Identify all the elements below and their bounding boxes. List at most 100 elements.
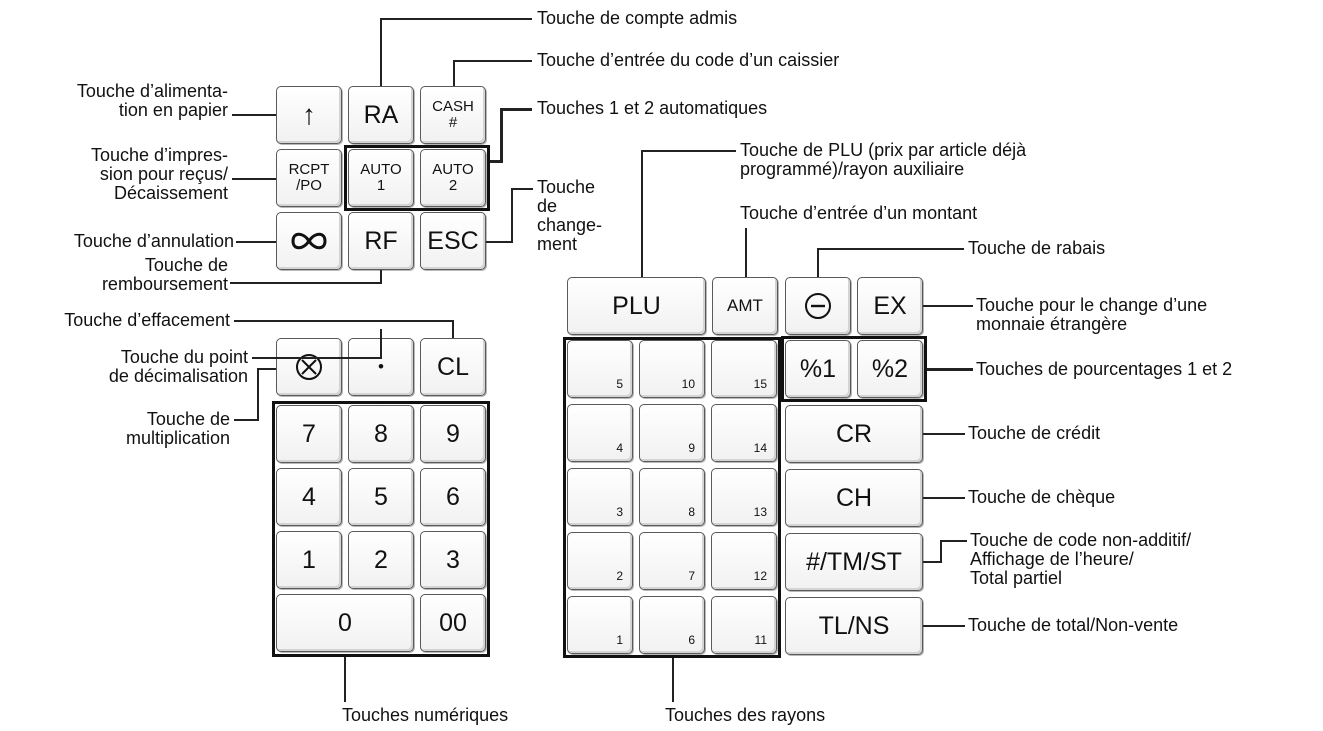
leader-line [380, 329, 382, 359]
leader-line [511, 188, 533, 190]
amt-key-label: AMT [727, 296, 763, 315]
numeric-key-label: 8 [374, 419, 388, 448]
label-point: Touche du point de décimalisation [0, 348, 248, 386]
esc-key-label: ESC [427, 226, 479, 255]
department-key-number: 8 [688, 505, 695, 519]
label-clear: Touche d’effacement [64, 310, 230, 330]
department-key-number: 3 [616, 505, 623, 519]
numeric-key-1: 1 [276, 531, 342, 589]
label-cheque: Touche de chèque [968, 487, 1116, 507]
label-rf-line2: remboursement [101, 274, 228, 294]
label-plu-line2: programmé)/rayon auxiliaire [740, 159, 965, 179]
department-key-number: 14 [753, 441, 767, 455]
leader-line [923, 497, 965, 499]
clear-key: CL [420, 338, 486, 396]
label-feed: Touche d’alimenta- tion en papier [0, 82, 228, 120]
label-rcpt-line3: Décaissement [113, 183, 228, 203]
rf-key-label: RF [364, 226, 398, 255]
cash-key-label-1: CASH [432, 98, 474, 115]
label-ra: Touche de compte admis [537, 8, 738, 28]
leader-line [257, 368, 259, 421]
esc-key: ESC [420, 212, 486, 270]
label-rf: Touche de remboursement [0, 256, 228, 294]
label-ex: Touche pour le change d’une monnaie étra… [976, 296, 1207, 334]
label-plu: Touche de PLU (prix par article déjà pro… [740, 141, 1026, 179]
percent2-key-label: %2 [871, 354, 909, 383]
numeric-key-7: 7 [276, 405, 342, 463]
department-key-number: 15 [753, 377, 767, 391]
department-key-11: 11 [711, 596, 777, 654]
department-key-14: 14 [711, 404, 777, 462]
leader-line [258, 368, 276, 370]
label-credit: Touche de crédit [968, 423, 1101, 443]
total-no-sale-key: TL/NS [785, 597, 923, 655]
label-numeric-keys: Touches numériques [342, 705, 509, 725]
plu-key-label: PLU [612, 291, 661, 320]
label-amt: Touche d’entrée d’un montant [740, 203, 978, 223]
leader-line [236, 241, 276, 243]
label-mult-line1: Touche de [146, 409, 230, 429]
leader-line [380, 270, 382, 284]
label-tmst-line2: Affichage de l’heure/ [970, 549, 1134, 569]
percent1-key: %1 [785, 340, 851, 398]
department-key-number: 4 [616, 441, 623, 455]
clear-key-label: CL [437, 352, 469, 381]
department-key-7: 7 [639, 532, 705, 590]
label-point-line1: Touche du point [120, 347, 248, 367]
department-key-3: 3 [567, 468, 633, 526]
label-discount: Touche de rabais [968, 238, 1106, 258]
label-esc-line3: change- [537, 215, 603, 235]
amt-key: AMT [712, 277, 778, 335]
leader-line [745, 228, 747, 277]
leader-line [380, 18, 382, 86]
leader-line [940, 540, 967, 542]
label-tmst-line3: Total partiel [970, 568, 1063, 588]
department-key-4: 4 [567, 404, 633, 462]
department-key-15: 15 [711, 340, 777, 398]
label-plu-line1: Touche de PLU (prix par article déjà [740, 140, 1027, 160]
ra-key: RA [348, 86, 414, 144]
label-auto: Touches 1 et 2 automatiques [537, 98, 768, 118]
leader-line [453, 60, 455, 86]
numeric-key-00: 00 [420, 594, 486, 652]
leader-line [232, 114, 276, 116]
department-key-9: 9 [639, 404, 705, 462]
label-multiplication: Touche de multiplication [0, 410, 230, 448]
leader-line [453, 60, 532, 62]
label-feed-line2: tion en papier [118, 100, 228, 120]
numeric-key-6: 6 [420, 468, 486, 526]
leader-line [511, 188, 513, 243]
department-key-13: 13 [711, 468, 777, 526]
void-icon [291, 232, 327, 250]
leader-line [232, 178, 276, 180]
leader-line [817, 248, 964, 250]
department-key-1: 1 [567, 596, 633, 654]
leader-line [252, 357, 382, 359]
label-cash: Touche d’entrée du code d’un caissier [537, 50, 840, 70]
label-ex-line2: monnaie étrangère [976, 314, 1128, 334]
department-key-number: 11 [754, 633, 767, 647]
label-tmst-line1: Touche de code non-additif/ [970, 530, 1192, 550]
numeric-key-label: 0 [338, 608, 352, 637]
leader-line [344, 657, 346, 702]
department-key-10: 10 [639, 340, 705, 398]
leader-line [927, 368, 973, 371]
auto2-key-label-1: AUTO [432, 161, 474, 178]
tm-st-key: #/TM/ST [785, 533, 923, 591]
numeric-key-label: 3 [446, 545, 460, 574]
label-rcpt-line1: Touche d’impres- [90, 145, 228, 165]
ex-key-label: EX [873, 291, 907, 320]
paper-feed-arrow: ↑ [302, 99, 316, 130]
numeric-key-label: 1 [302, 545, 316, 574]
leader-line [500, 108, 503, 163]
cheque-key: CH [785, 469, 923, 527]
minus-circle-icon [805, 293, 831, 319]
department-key-number: 1 [616, 633, 623, 647]
department-key-number: 6 [688, 633, 695, 647]
percent1-key-label: %1 [799, 354, 837, 383]
auto2-key-label-2: 2 [448, 177, 458, 194]
leader-line [817, 248, 819, 277]
total-no-sale-key-label: TL/NS [818, 611, 890, 640]
